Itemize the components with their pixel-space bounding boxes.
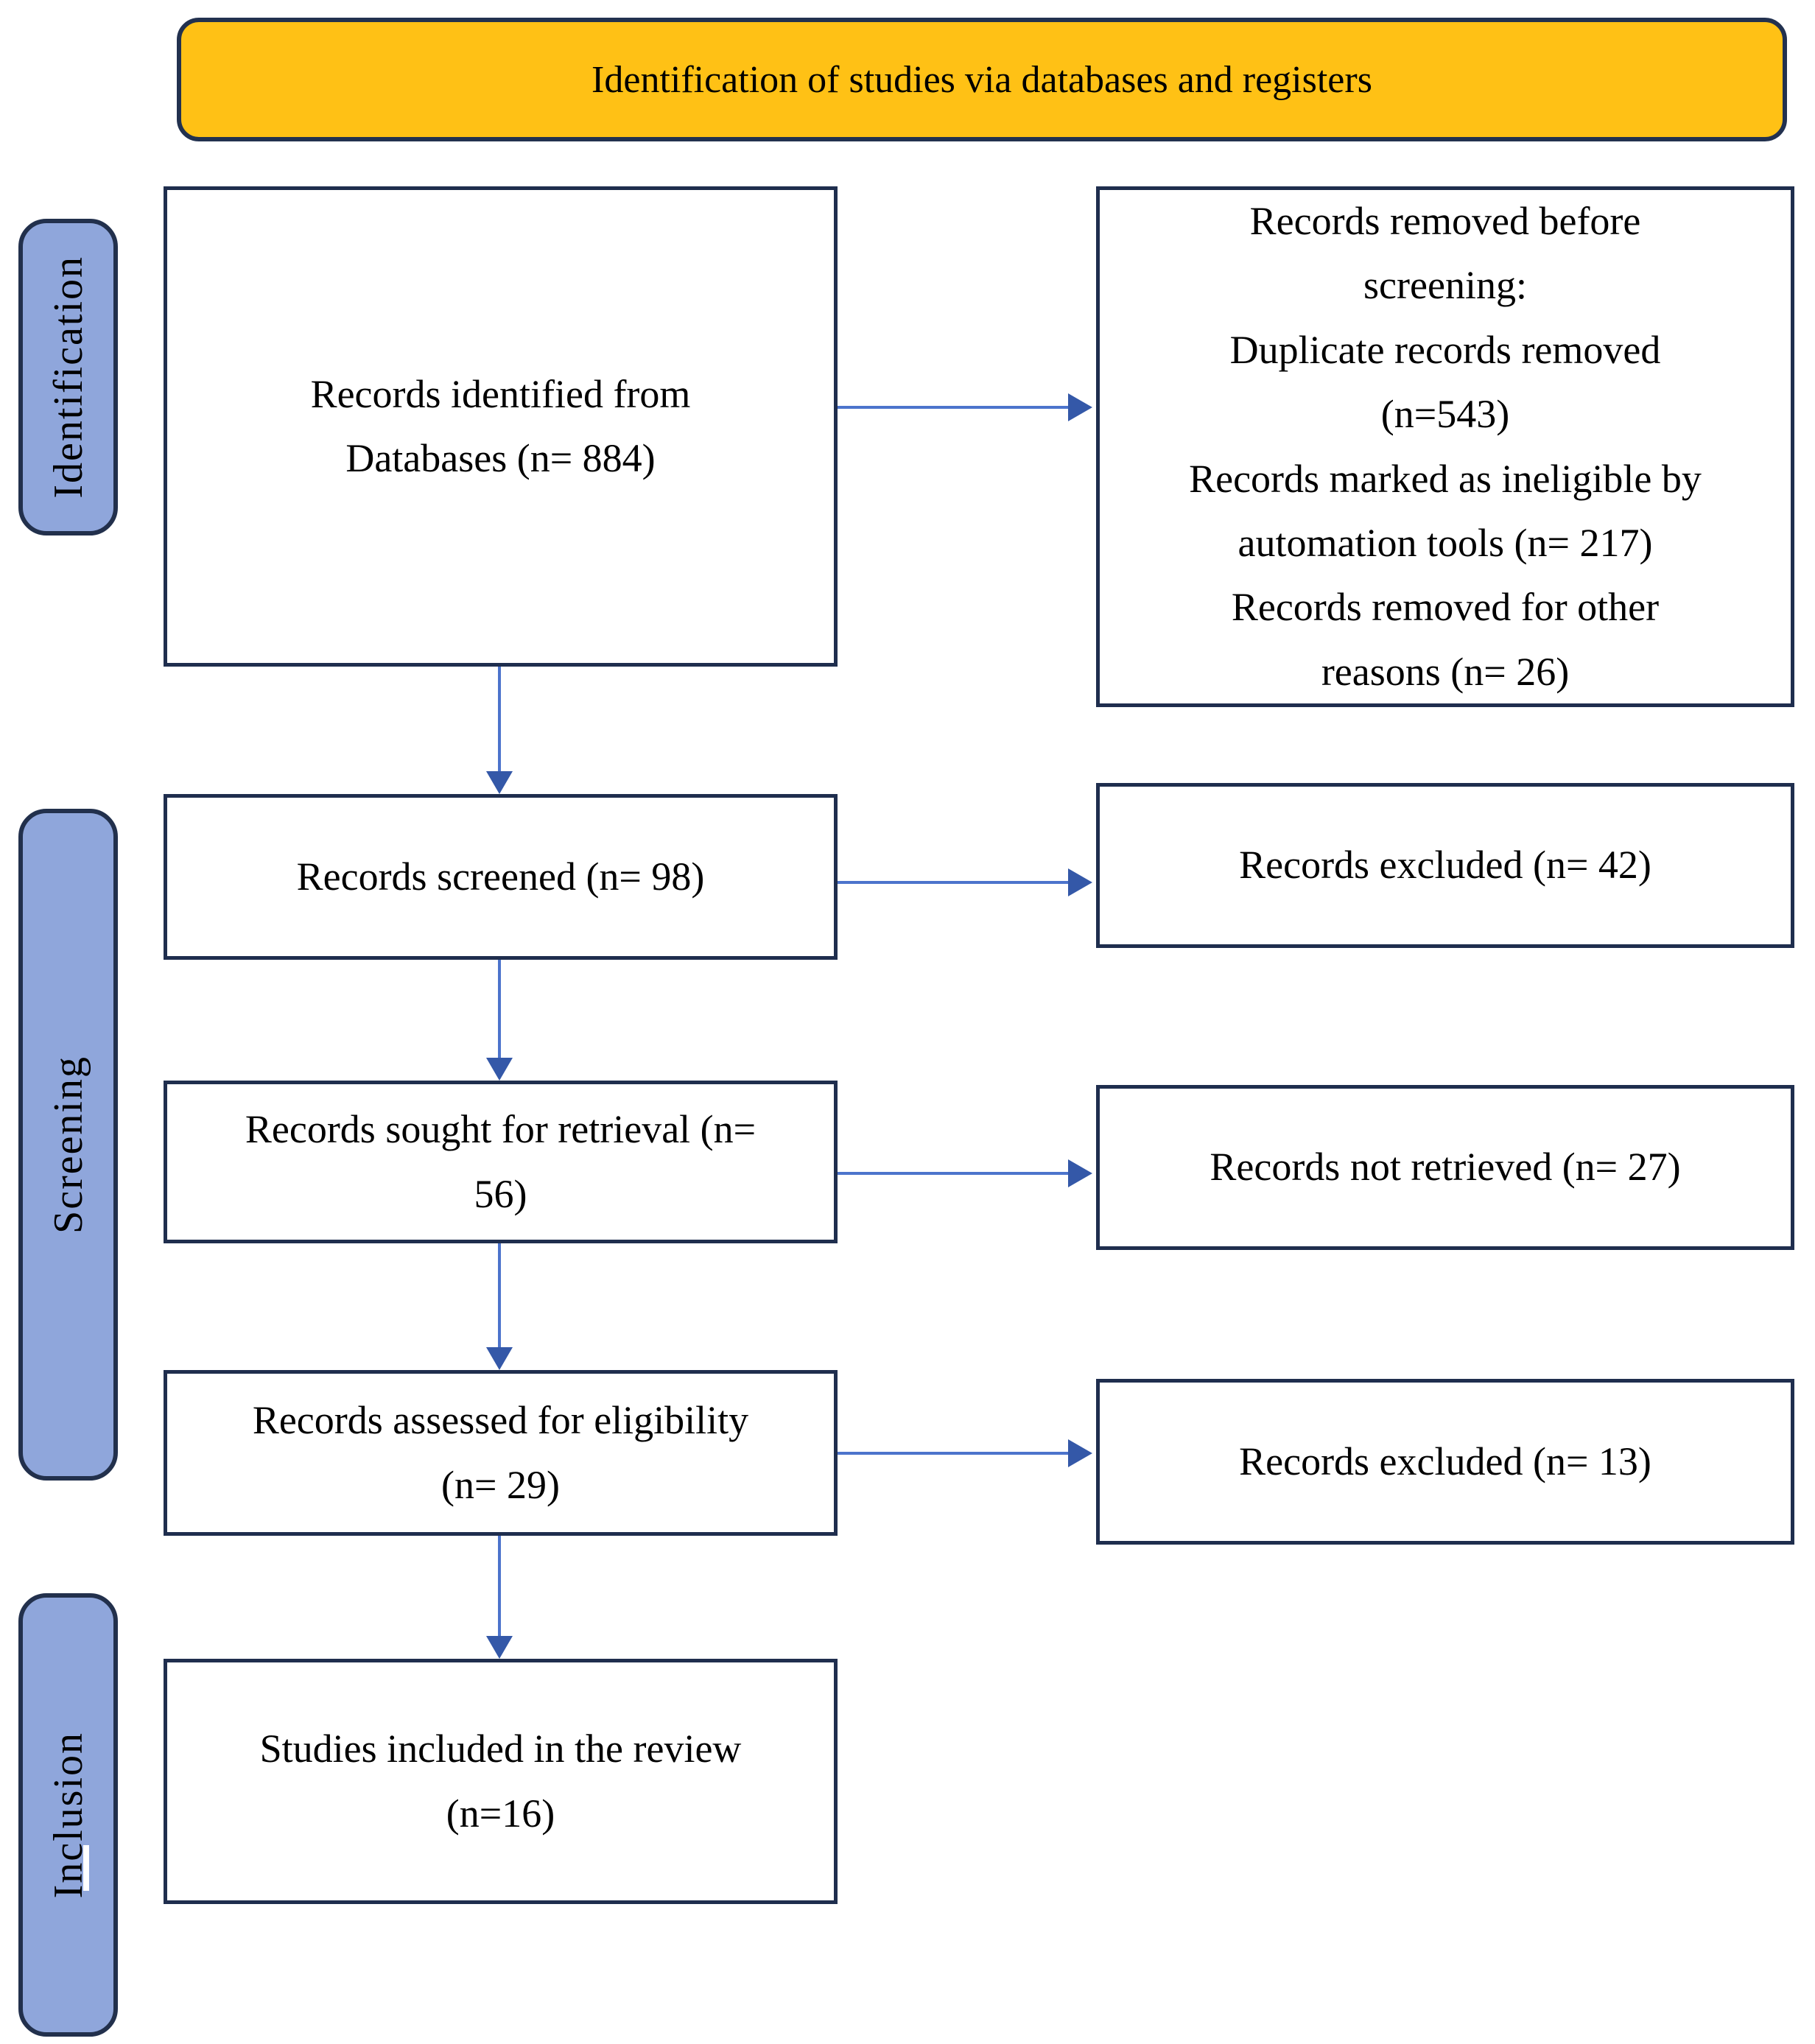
box-records-sought-retrieval: Records sought for retrieval (n= 56) (164, 1081, 838, 1243)
right-arrow-screened-to-excluded (838, 881, 1068, 884)
down-arrow-identified-to-screened (498, 667, 501, 771)
box-records-removed-before-screening-label: Records removed before screening: Duplic… (1189, 198, 1702, 694)
box-studies-included-label: Studies included in the review (n=16) (259, 1727, 742, 1836)
down-arrow-assessed-to-included (498, 1536, 501, 1636)
box-records-excluded-screening-label: Records excluded (n= 42) (1239, 843, 1651, 888)
box-records-excluded-eligibility-label: Records excluded (n= 13) (1239, 1439, 1651, 1483)
box-records-screened: Records screened (n= 98) (164, 794, 838, 960)
box-records-excluded-screening: Records excluded (n= 42) (1096, 783, 1794, 948)
box-records-screened-label: Records screened (n= 98) (296, 854, 705, 899)
down-arrow-sought-to-assessed (498, 1243, 501, 1347)
stage-screening: Screening (18, 809, 118, 1481)
box-records-excluded-eligibility: Records excluded (n= 13) (1096, 1379, 1794, 1545)
box-records-sought-retrieval-label: Records sought for retrieval (n= 56) (245, 1107, 756, 1216)
box-records-identified: Records identified from Databases (n= 88… (164, 186, 838, 667)
down-arrow-screened-to-sought (498, 960, 501, 1058)
stage-inclusion-artifact-dash (83, 1845, 89, 1891)
stage-identification-label: Identification (45, 256, 91, 499)
box-records-removed-before-screening: Records removed before screening: Duplic… (1096, 186, 1794, 707)
right-arrow-assessed-to-excluded (838, 1452, 1068, 1455)
box-records-identified-label: Records identified from Databases (n= 88… (310, 371, 691, 480)
box-records-not-retrieved-label: Records not retrieved (n= 27) (1210, 1145, 1681, 1190)
header-banner-label: Identification of studies via databases … (591, 58, 1372, 101)
stage-screening-label: Screening (45, 1056, 91, 1234)
box-records-assessed-eligibility: Records assessed for eligibility (n= 29) (164, 1370, 838, 1536)
stage-inclusion: Inclusion (18, 1593, 118, 2037)
box-studies-included: Studies included in the review (n=16) (164, 1659, 838, 1904)
right-arrow-sought-to-not-retrieved (838, 1172, 1068, 1175)
header-banner: Identification of studies via databases … (177, 18, 1787, 141)
box-records-assessed-eligibility-label: Records assessed for eligibility (n= 29) (252, 1398, 749, 1507)
stage-identification: Identification (18, 219, 118, 535)
box-records-not-retrieved: Records not retrieved (n= 27) (1096, 1085, 1794, 1250)
right-arrow-identified-to-removed (838, 406, 1068, 409)
